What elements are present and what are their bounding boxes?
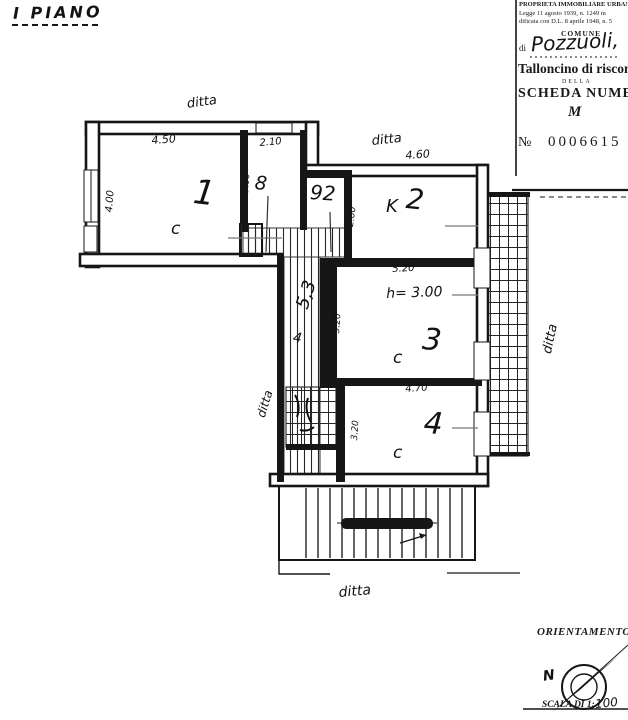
della-label: DELLA: [562, 79, 592, 85]
inner-terrace-hatch: [285, 386, 338, 450]
staircase: [278, 485, 520, 575]
sheet-number-value: 0006615: [548, 134, 622, 150]
wc-note: 92: [309, 180, 337, 206]
bath-depth-dim: 3.00: [241, 173, 253, 194]
header-line2: Legge 11 agosto 1939, n. 1249 m: [519, 10, 606, 17]
series-letter: M: [568, 104, 582, 120]
balcony-doors: [473, 247, 491, 457]
comune-handwritten-value: Pozzuoli,: [530, 27, 620, 57]
scale-label: SCALA DI 1:: [542, 700, 595, 710]
comune-label: COMUNE: [561, 29, 602, 38]
kitchen-number: 2: [404, 182, 426, 217]
scale-note: SCALA DI 1:100: [542, 694, 618, 712]
balcony-right: [486, 192, 530, 457]
kitchen-use-code: K: [386, 196, 398, 217]
talloncino-title: Talloncino di riscontro: [518, 61, 628, 76]
kitchen-width-dim: 4.60: [405, 147, 431, 162]
ditta-label-top-right: ditta: [371, 130, 403, 149]
room3-number: 3: [420, 322, 444, 359]
orientation-label: ORIENTAMENTO: [537, 626, 628, 638]
floor-title-underline: [12, 24, 98, 26]
scale-value: 100: [594, 694, 619, 712]
room3-use-code: c: [393, 348, 403, 368]
room4-use-code: c: [393, 443, 403, 463]
room3-width-dim: 5.20: [392, 262, 415, 275]
bath-width-dim: 2.10: [259, 136, 283, 149]
room4-number: 4: [422, 406, 445, 443]
header-box-lines: [512, 0, 628, 198]
room1-width-dim: 4.50: [151, 132, 177, 147]
leader-lines: [228, 195, 478, 429]
room1-use-code: c: [171, 219, 181, 239]
room1-depth-dim: 4.00: [104, 189, 117, 213]
header-line3: dificata con D.L. 8 aprile 1948, n. 5: [519, 18, 612, 25]
sheet-number-sign: №: [518, 135, 532, 150]
room4-width-dim: 4.70: [405, 382, 428, 395]
room4-depth-dim: 3.20: [350, 420, 362, 441]
ditta-label-bottom: ditta: [338, 582, 372, 601]
room1-windows: [83, 169, 99, 253]
di-label: di: [519, 43, 527, 53]
room3-depth-dim: 3.20: [332, 313, 344, 334]
room3-height-note: h= 3.00: [386, 284, 443, 302]
compass-icon: [523, 644, 628, 713]
floor-title: I PIANO: [12, 2, 103, 23]
bath-note: 8: [253, 172, 269, 196]
interior-walls: [239, 130, 487, 482]
top-wall-window: [255, 122, 293, 134]
scheda-numero-label: SCHEDA NUMERO: [518, 86, 628, 101]
header-line1: PROPRIETA IMMOBILIARE URBANA: [519, 1, 627, 8]
north-label: N: [541, 667, 556, 685]
